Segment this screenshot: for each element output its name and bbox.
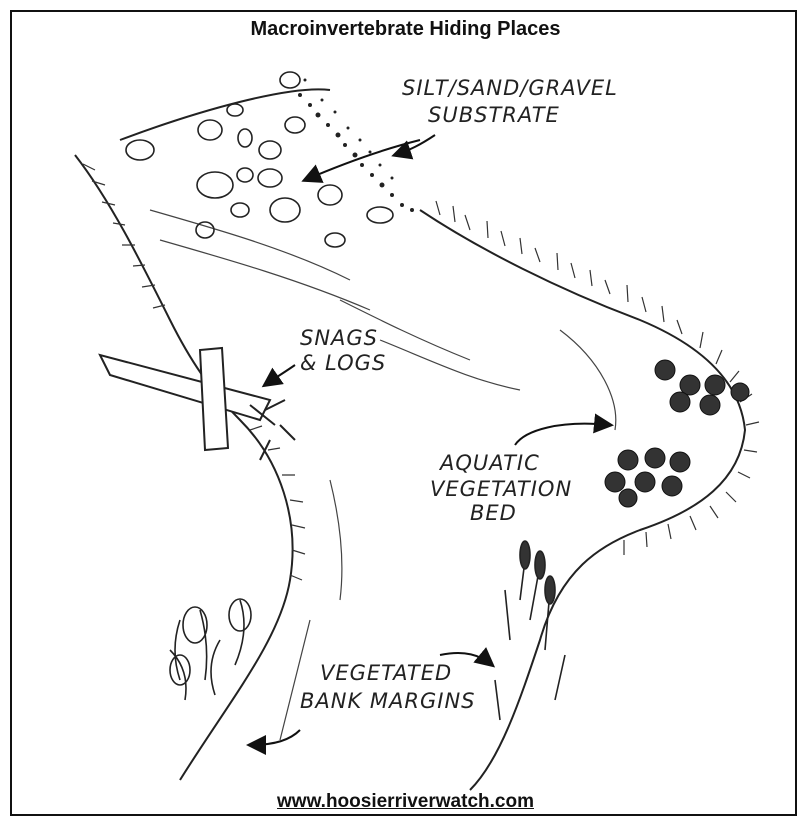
label-margins-line2: BANK MARGINS — [300, 689, 476, 713]
label-aquatic-line3: BED — [470, 501, 517, 525]
arrow-aquatic — [515, 424, 610, 445]
source-url-footer: www.hoosierriverwatch.com — [0, 791, 811, 813]
label-aquatic-line2: VEGETATION — [430, 477, 572, 501]
label-snags-line1: SNAGS — [300, 326, 378, 350]
label-aquatic-line1: AQUATIC — [438, 451, 540, 475]
arrow-snags — [265, 365, 295, 385]
label-margins-line1: VEGETATED — [320, 661, 452, 685]
label-substrate-line1: SILT/SAND/GRAVEL — [402, 76, 618, 100]
left-bank — [75, 155, 293, 780]
label-substrate-line2: SUBSTRATE — [428, 103, 560, 127]
gravel-dots — [298, 79, 414, 213]
label-arrows — [250, 135, 610, 745]
arrow-margins-left — [250, 730, 300, 745]
arrow-substrate-2 — [305, 140, 420, 180]
label-snags-line2: & LOGS — [300, 351, 386, 375]
snag-log — [100, 348, 295, 460]
diagram-labels: SILT/SAND/GRAVEL SUBSTRATE SNAGS & LOGS … — [300, 76, 618, 713]
